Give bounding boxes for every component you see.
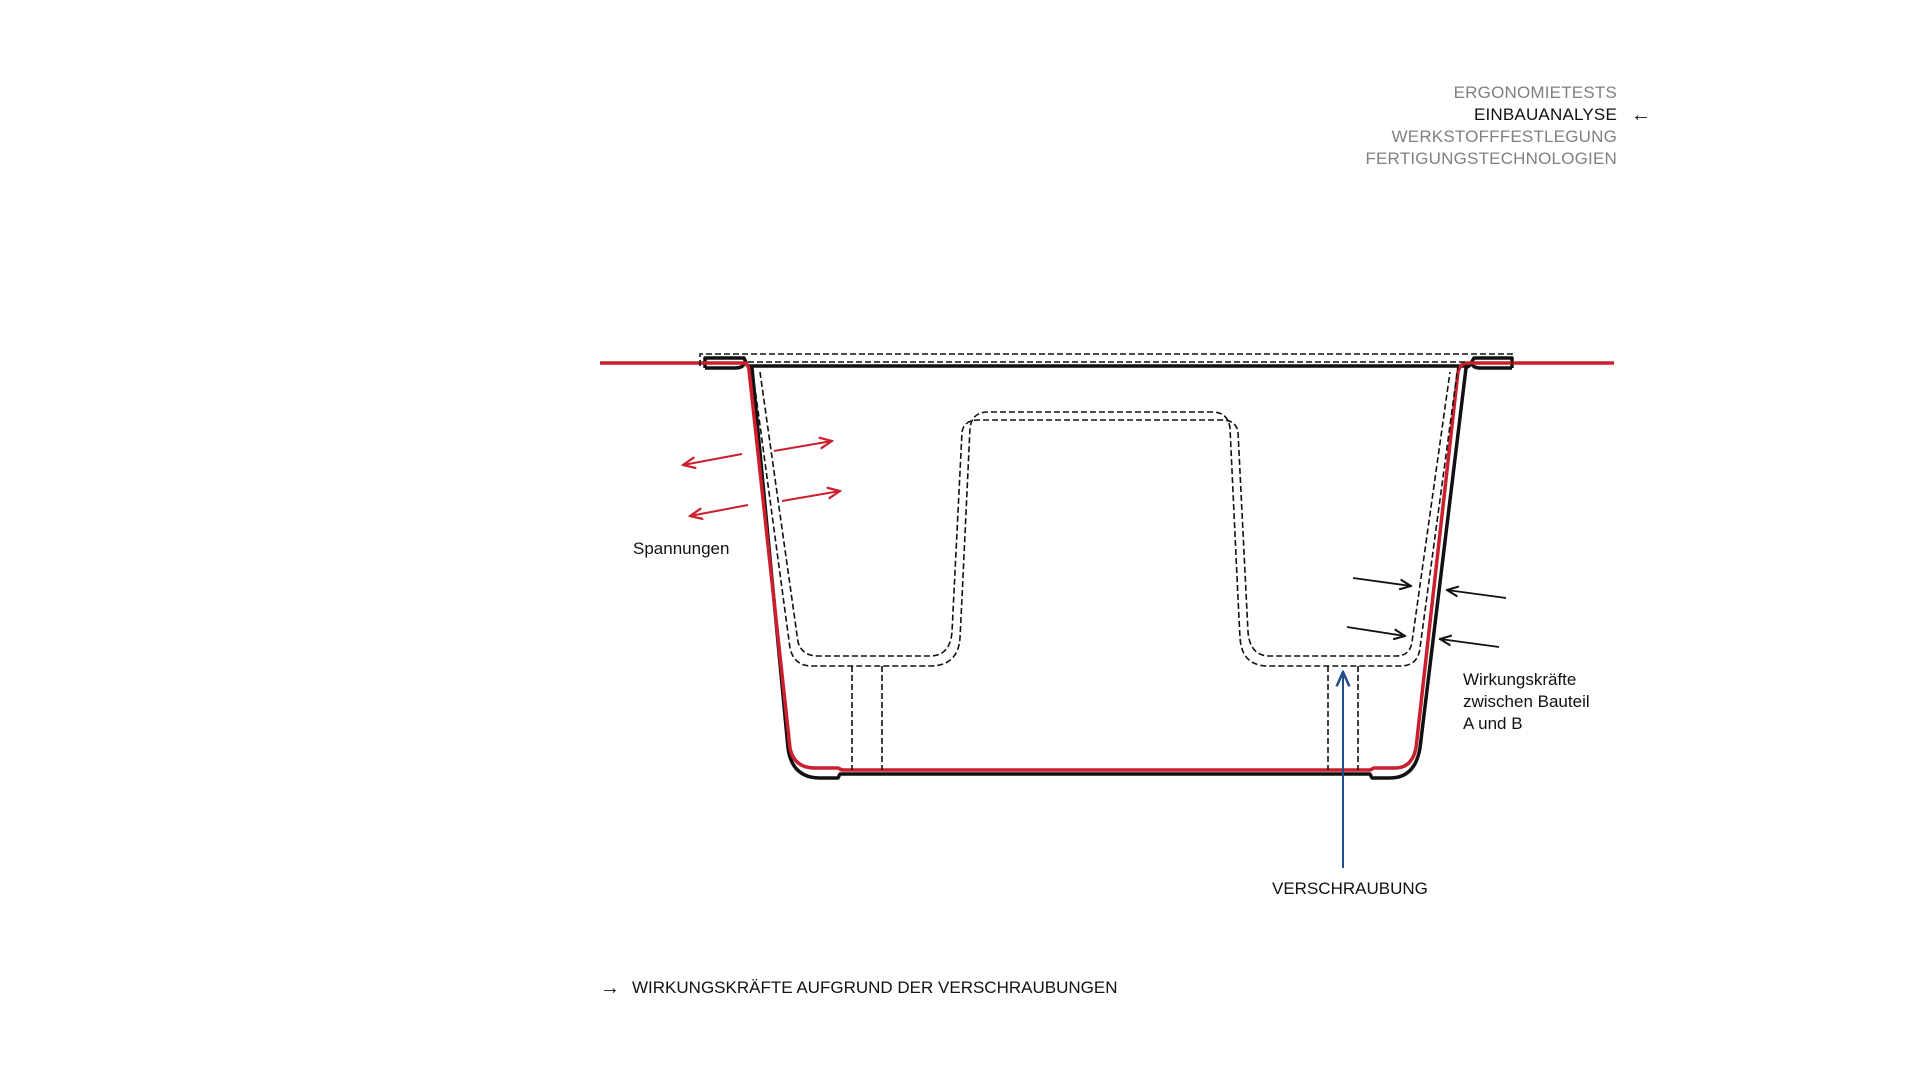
force-arrow [1447,590,1507,599]
section-nav: ERGONOMIETESTS EINBAUANALYSE ← WERKSTOFF… [1365,82,1651,170]
label-forces-line: zwischen Bauteil [1463,692,1590,711]
part-b-red-profile [600,361,1614,772]
nav-item-label: WERKSTOFFFESTLEGUNG [1391,127,1617,146]
legend: → WIRKUNGSKRÄFTE AUFGRUND DER VERSCHRAUB… [600,977,1118,999]
nav-item-label: EINBAUANALYSE [1473,105,1617,124]
force-arrow [1440,639,1500,648]
label-tension: Spannungen [633,539,730,558]
force-arrow [1352,577,1411,586]
active-arrow-icon: ← [1631,104,1652,126]
label-screw: VERSCHRAUBUNG [1272,879,1428,898]
tension-arrow [773,441,832,452]
force-arrows [1346,577,1507,648]
nav-item-fertigungstechnologien[interactable]: FERTIGUNGSTECHNOLOGIEN [1365,148,1617,170]
nav-item-label: ERGONOMIETESTS [1453,83,1617,102]
inner-insert-dashed [699,353,1513,770]
label-forces: Wirkungskräfte zwischen Bauteil A und B [1463,669,1623,735]
arrow-right-icon: → [600,977,620,999]
tension-arrow [781,491,840,502]
label-forces-line: A und B [1463,714,1523,733]
nav-item-ergonomietests[interactable]: ERGONOMIETESTS [1365,82,1617,104]
force-arrow [1346,626,1405,636]
nav-item-werkstofffestlegung[interactable]: WERKSTOFFFESTLEGUNG [1365,126,1617,148]
tension-arrow [690,504,749,516]
part-a-outer-shell [703,356,1514,780]
legend-text: WIRKUNGSKRÄFTE AUFGRUND DER VERSCHRAUBUN… [632,978,1118,997]
nav-item-label: FERTIGUNGSTECHNOLOGIEN [1365,149,1617,168]
label-forces-line: Wirkungskräfte [1463,670,1577,689]
tension-arrows [683,441,840,516]
nav-item-einbauanalyse[interactable]: EINBAUANALYSE ← [1365,104,1651,126]
tension-arrow [683,453,743,465]
